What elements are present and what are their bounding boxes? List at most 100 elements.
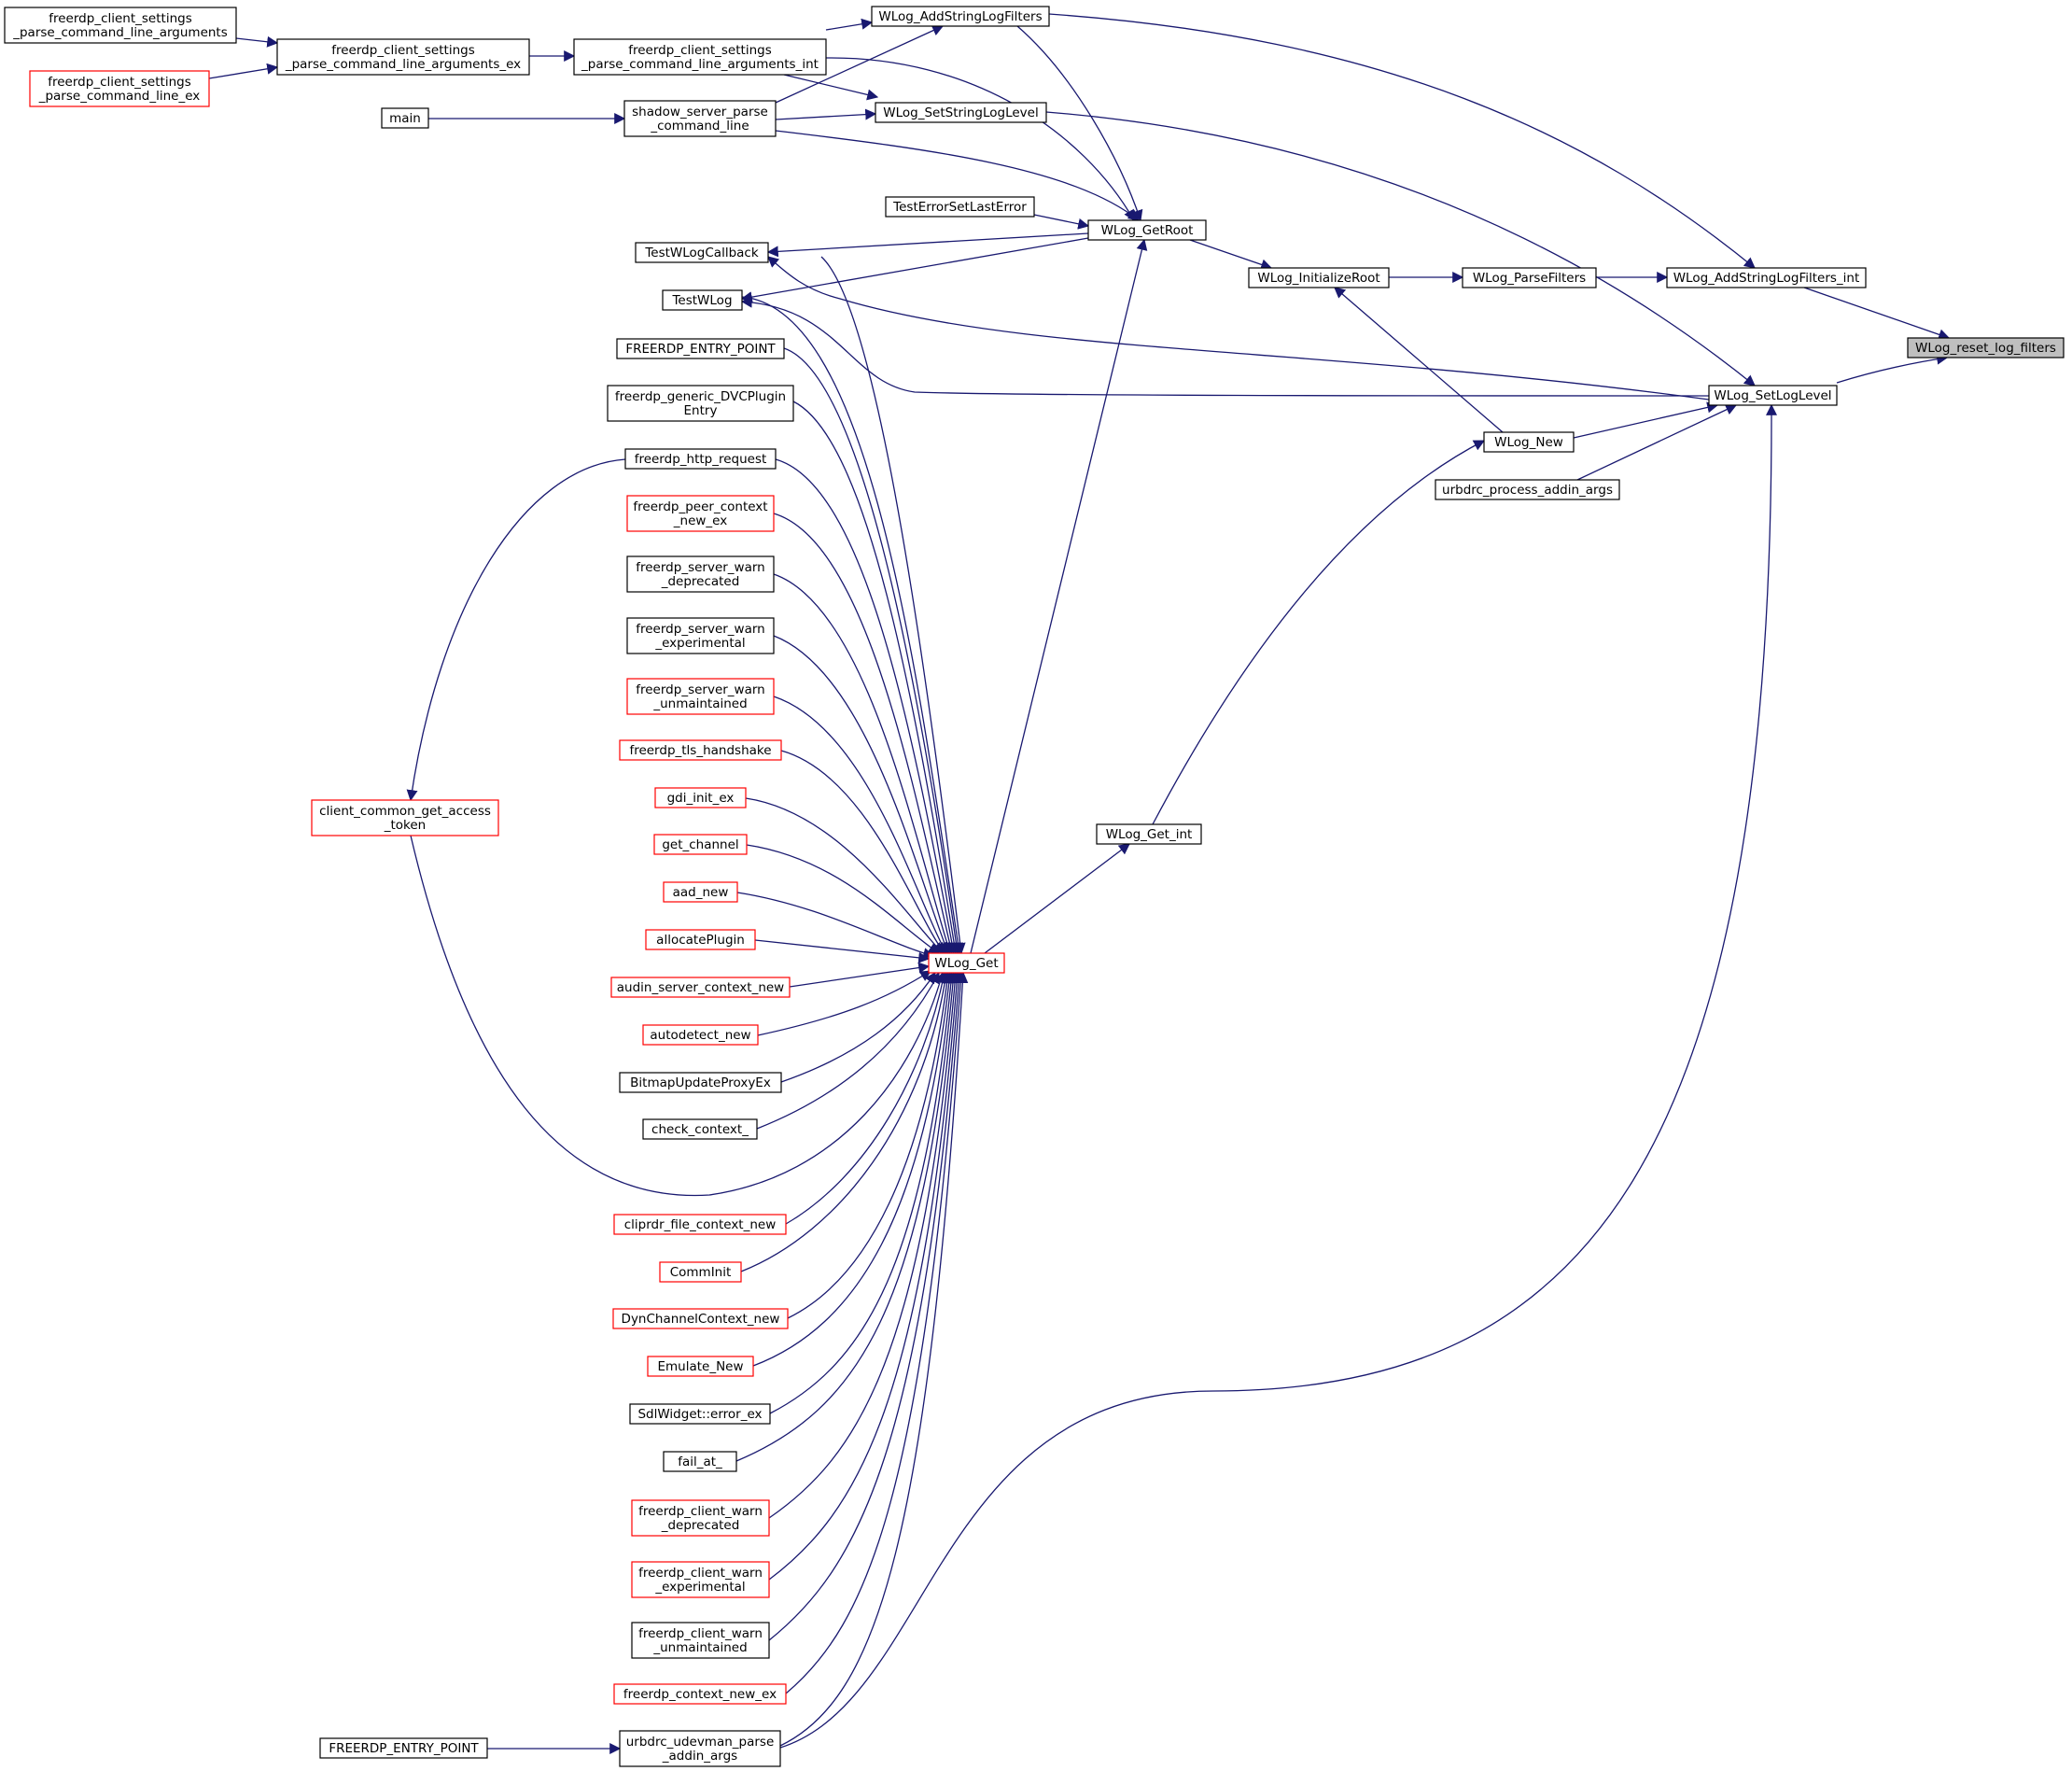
node-wlog-new[interactable]: WLog_New — [1483, 431, 1575, 453]
node-box — [612, 1308, 789, 1329]
node-entry-point-2[interactable]: FREERDP_ENTRY_POINT — [319, 1737, 488, 1759]
node-http-request[interactable]: freerdp_http_request — [624, 448, 777, 470]
node-label: WLog_InitializeRoot — [1257, 271, 1379, 286]
node-fail-at[interactable]: fail_at_ — [663, 1451, 737, 1472]
node-urbdrc-addin[interactable]: urbdrc_process_addin_args — [1435, 479, 1620, 500]
node-main[interactable]: main — [381, 107, 429, 129]
node-test-wlog[interactable]: TestWLog — [662, 289, 743, 311]
node-initialize-root[interactable]: WLog_InitializeRoot — [1248, 267, 1390, 288]
call-edge-emulate-new-to-wlog-get — [752, 971, 955, 1367]
call-edge-shadow-parse-to-set-string-level — [775, 108, 877, 120]
call-edge-sdl-widget-to-wlog-get — [769, 971, 957, 1414]
node-server-warn-deprecated[interactable]: freerdp_server_warn_deprecated — [626, 555, 775, 593]
node-box — [663, 881, 738, 903]
node-box — [311, 799, 499, 836]
node-reset-filters[interactable]: WLog_reset_log_filters — [1907, 337, 2065, 358]
node-box — [642, 1118, 758, 1140]
node-wlog-get[interactable]: WLog_Get — [928, 952, 1005, 974]
node-label: TestWLog — [671, 293, 732, 308]
node-get-channel[interactable]: get_channel — [653, 834, 748, 855]
node-audin-server[interactable]: audin_server_context_new — [610, 977, 791, 998]
node-peer-context[interactable]: freerdp_peer_context_new_ex — [626, 495, 775, 532]
node-box — [645, 929, 756, 950]
call-edge-aad-new-to-wlog-get — [736, 892, 935, 959]
node-label: WLog_Get — [934, 956, 998, 971]
node-get-root[interactable]: WLog_GetRoot — [1087, 219, 1207, 241]
node-label: freerdp_client_warn — [638, 1504, 763, 1519]
node-box — [928, 952, 1005, 974]
node-access-token[interactable]: client_common_get_access_token — [311, 799, 499, 836]
call-edge-cmdline-int-to-get-root — [825, 57, 1135, 222]
node-client-warn-deprecated[interactable]: freerdp_client_warn_deprecated — [631, 1499, 770, 1537]
node-sdl-widget[interactable]: SdlWidget::error_ex — [629, 1403, 771, 1425]
node-label: DynChannelContext_new — [622, 1312, 780, 1327]
node-emulate-new[interactable]: Emulate_New — [647, 1356, 754, 1377]
call-edge-access-token-to-wlog-get — [410, 835, 945, 1197]
node-label: fail_at_ — [678, 1455, 722, 1469]
node-dyn-channel[interactable]: DynChannelContext_new — [612, 1308, 789, 1329]
node-label: main — [389, 111, 421, 126]
call-edge-http-request-to-wlog-get — [775, 458, 958, 955]
node-add-filters[interactable]: WLog_AddStringLogFilters — [871, 6, 1050, 27]
node-client-warn-unmaintained[interactable]: freerdp_client_warn_unmaintained — [631, 1622, 770, 1659]
node-label: freerdp_client_settings — [48, 75, 190, 90]
node-box — [663, 1451, 737, 1472]
node-bitmap-proxy[interactable]: BitmapUpdateProxyEx — [619, 1072, 782, 1093]
node-box — [616, 338, 785, 359]
node-comm-init[interactable]: CommInit — [659, 1261, 742, 1283]
node-entry-point-1[interactable]: FREERDP_ENTRY_POINT — [616, 338, 785, 359]
node-allocate-plugin[interactable]: allocatePlugin — [645, 929, 756, 950]
call-edge-dyn-channel-to-wlog-get — [787, 971, 953, 1319]
node-cmdline[interactable]: freerdp_client_settings_parse_command_li… — [4, 7, 237, 44]
node-tls-handshake[interactable]: freerdp_tls_handshake — [619, 739, 782, 761]
node-box — [654, 787, 747, 808]
node-box — [1248, 267, 1390, 288]
node-set-log-level[interactable]: WLog_SetLogLevel — [1708, 385, 1838, 406]
node-label: urbdrc_process_addin_args — [1442, 483, 1613, 498]
node-cliprdr[interactable]: cliprdr_file_context_new — [613, 1214, 787, 1235]
call-edge-check-context-to-wlog-get — [756, 971, 940, 1130]
call-edge-autodetect-to-wlog-get — [757, 970, 932, 1036]
node-label: freerdp_client_settings — [49, 11, 191, 26]
node-label: urbdrc_udevman_parse — [626, 1735, 775, 1750]
call-edge-shadow-parse-to-get-root — [775, 130, 1140, 221]
node-box — [613, 1214, 787, 1235]
node-box — [642, 1024, 759, 1046]
call-edge-bitmap-proxy-to-wlog-get — [780, 972, 936, 1083]
call-edge-urbdrc-addin-to-set-log-level — [1576, 404, 1738, 481]
node-set-string-level[interactable]: WLog_SetStringLogLevel — [875, 102, 1047, 123]
node-label: freerdp_http_request — [635, 452, 767, 467]
node-udevman-parse[interactable]: urbdrc_udevman_parse_addin_args — [619, 1730, 781, 1767]
call-edge-server-warn-unmaintained-to-wlog-get — [773, 696, 947, 955]
node-server-warn-unmaintained[interactable]: freerdp_server_warn_unmaintained — [626, 678, 775, 715]
call-edge-add-filters-to-add-filters-int — [1048, 13, 1756, 269]
node-cmdline-ex[interactable]: freerdp_client_settings_parse_command_li… — [276, 38, 530, 76]
node-cmdline-line-ex[interactable]: freerdp_client_settings_parse_command_li… — [29, 70, 210, 107]
node-box — [626, 495, 775, 532]
node-parse-filters[interactable]: WLog_ParseFilters — [1462, 267, 1597, 288]
node-label: WLog_Get_int — [1106, 827, 1193, 842]
node-label: freerdp_server_warn — [636, 560, 765, 575]
node-test-callback[interactable]: TestWLogCallback — [635, 242, 769, 263]
node-shadow-parse[interactable]: shadow_server_parse_command_line — [623, 100, 777, 137]
node-label: FREERDP_ENTRY_POINT — [329, 1741, 479, 1756]
node-label: WLog_GetRoot — [1101, 223, 1194, 238]
node-client-warn-experimental[interactable]: freerdp_client_warn_experimental — [631, 1561, 770, 1598]
node-check-context[interactable]: check_context_ — [642, 1118, 758, 1140]
node-server-warn-experimental[interactable]: freerdp_server_warn_experimental — [626, 617, 775, 654]
node-label: BitmapUpdateProxyEx — [630, 1075, 771, 1090]
node-label: freerdp_client_settings — [628, 43, 771, 58]
call-edge-test-set-last-error-to-get-root — [1033, 214, 1090, 230]
node-box — [619, 1072, 782, 1093]
node-context-new-ex[interactable]: freerdp_context_new_ex — [613, 1683, 787, 1705]
node-cmdline-int[interactable]: freerdp_client_settings_parse_command_li… — [573, 38, 827, 76]
node-aad-new[interactable]: aad_new — [663, 881, 738, 903]
node-test-set-last-error[interactable]: TestErrorSetLastError — [885, 196, 1035, 218]
node-get-int[interactable]: WLog_Get_int — [1096, 823, 1202, 845]
node-add-filters-int[interactable]: WLog_AddStringLogFilters_int — [1666, 267, 1867, 288]
node-label: FREERDP_ENTRY_POINT — [625, 342, 776, 357]
node-autodetect[interactable]: autodetect_new — [642, 1024, 759, 1046]
node-gdi-init[interactable]: gdi_init_ex — [654, 787, 747, 808]
